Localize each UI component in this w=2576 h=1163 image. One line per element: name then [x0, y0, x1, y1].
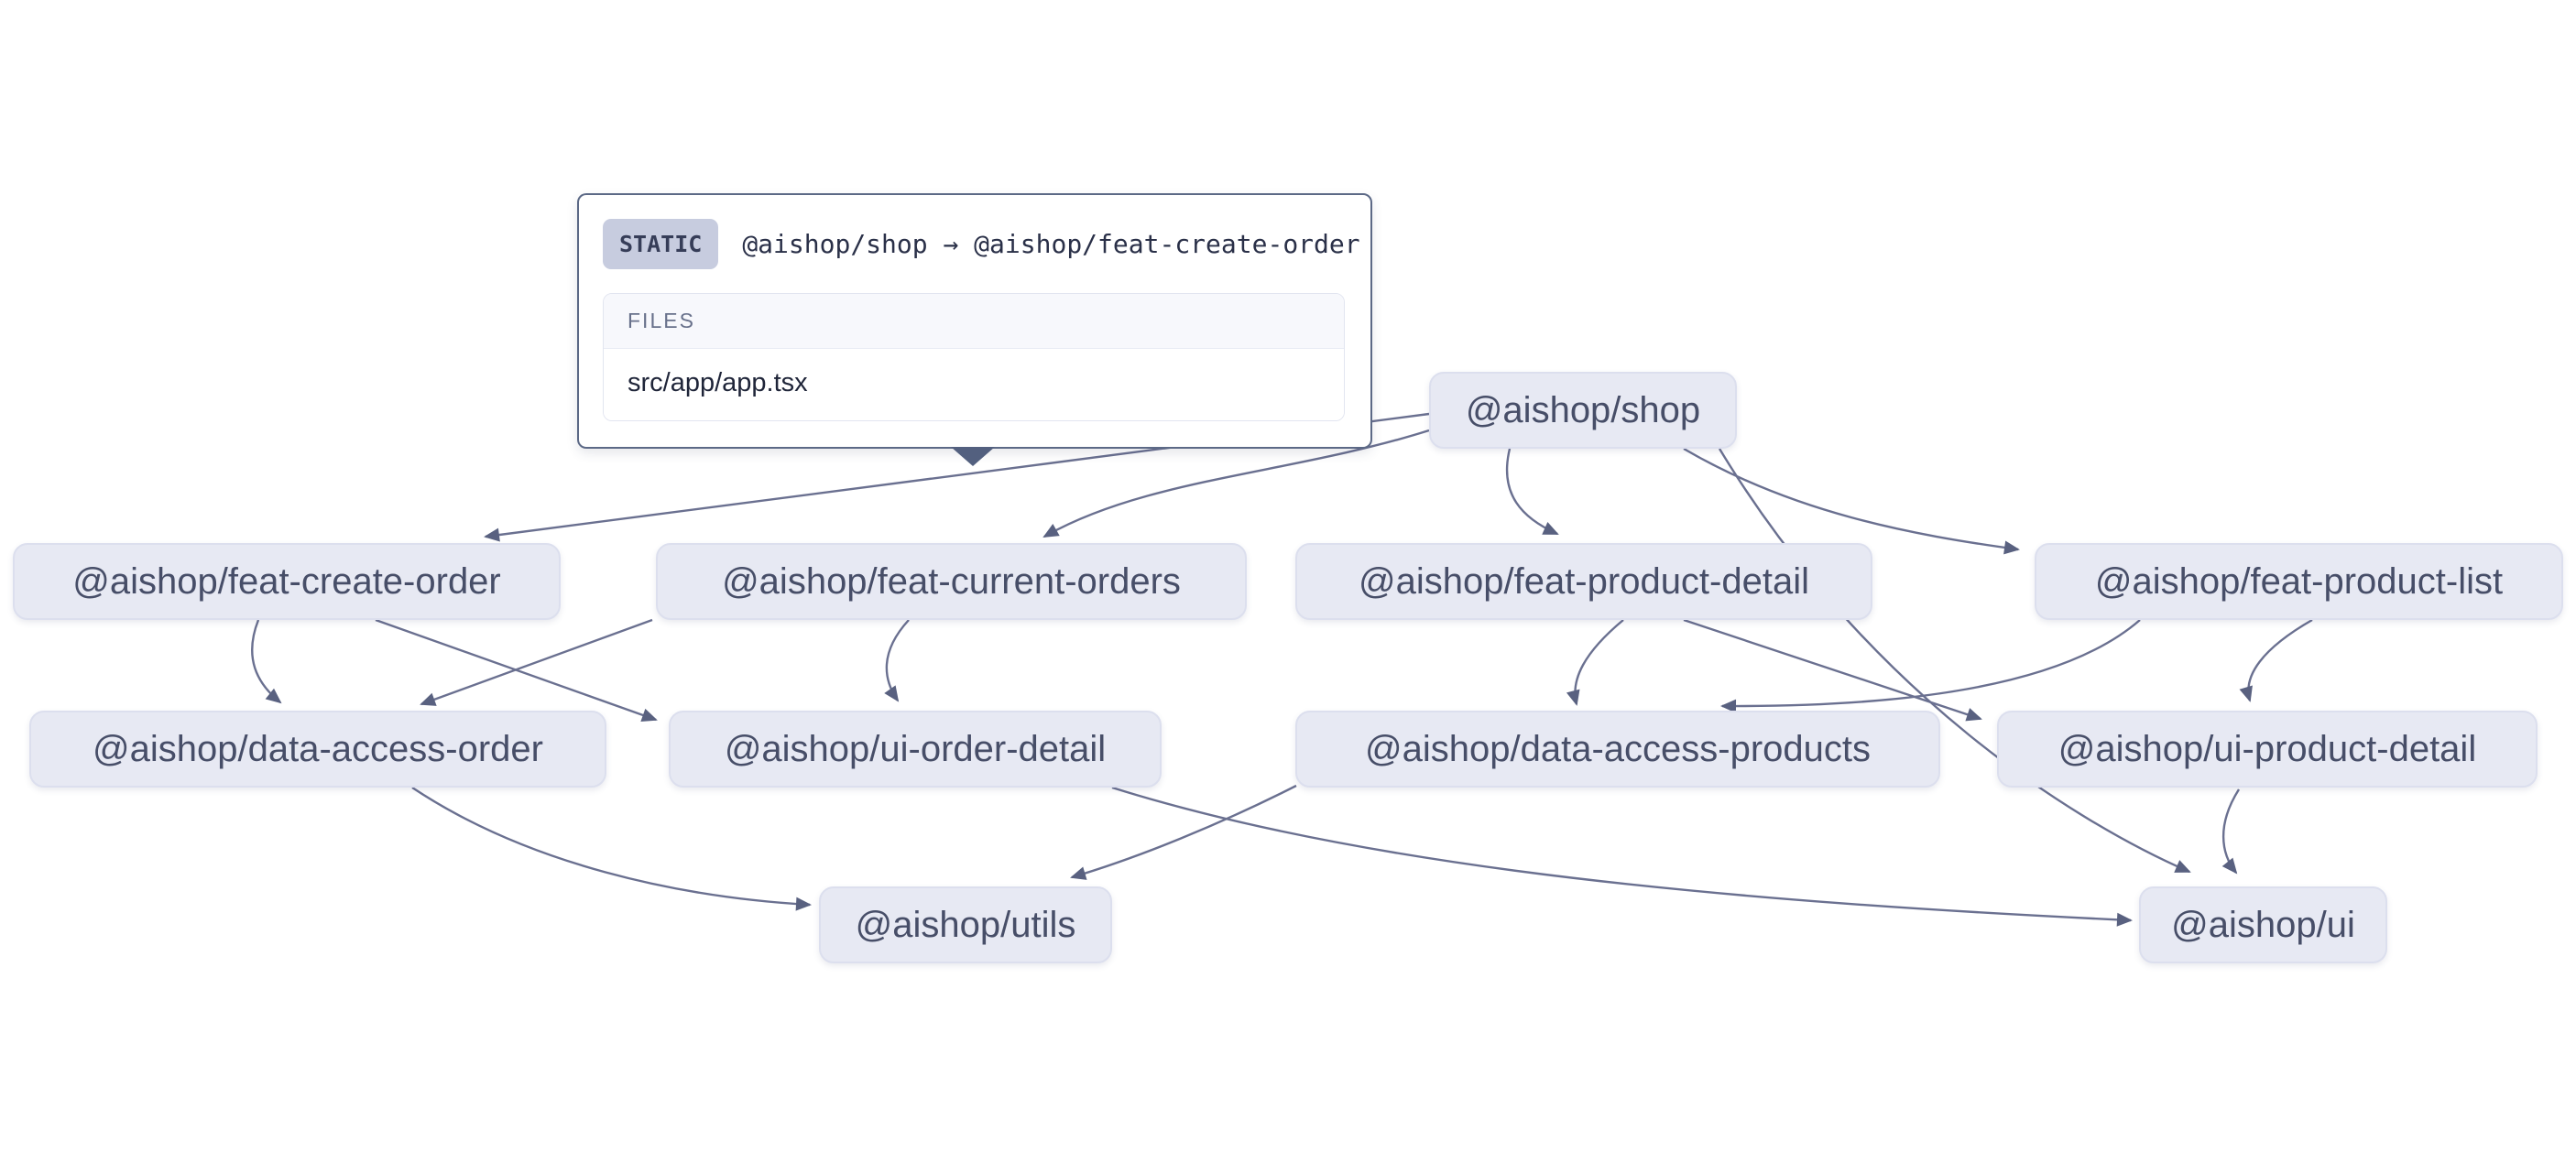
- edge-data-access-products-to-utils[interactable]: [1070, 784, 1297, 880]
- graph-node-data-access-order[interactable]: @aishop/data-access-order: [29, 711, 606, 788]
- edge-shop-to-feat-product-detail[interactable]: [1505, 448, 1559, 536]
- edge-feat-current-orders-to-data-access-order[interactable]: [420, 618, 653, 706]
- files-panel: FILES src/app/app.tsx: [603, 293, 1345, 421]
- files-panel-header: FILES: [604, 294, 1344, 349]
- edge-tooltip: STATIC @aishop/shop → @aishop/feat-creat…: [577, 193, 1372, 466]
- graph-node-ui-product-detail[interactable]: @aishop/ui-product-detail: [1997, 711, 2538, 788]
- graph-node-feat-create-order[interactable]: @aishop/feat-create-order: [13, 543, 561, 620]
- edge-data-access-order-to-utils[interactable]: [411, 787, 812, 911]
- tooltip-caret: [951, 447, 995, 466]
- graph-node-ui-order-detail[interactable]: @aishop/ui-order-detail: [669, 711, 1162, 788]
- graph-node-feat-product-list[interactable]: @aishop/feat-product-list: [2035, 543, 2563, 620]
- edge-feat-product-list-to-ui-product-detail[interactable]: [2239, 618, 2313, 702]
- edge-feat-current-orders-to-ui-order-detail[interactable]: [884, 619, 910, 702]
- graph-node-data-access-products[interactable]: @aishop/data-access-products: [1295, 711, 1940, 788]
- edge-feat-product-detail-to-ui-product-detail[interactable]: [1683, 618, 1982, 722]
- edge-tooltip-title: @aishop/shop → @aishop/feat-create-order: [742, 229, 1360, 259]
- graph-node-ui[interactable]: @aishop/ui: [2139, 886, 2387, 963]
- edge-feat-product-list-to-data-access-products[interactable]: [1720, 619, 2141, 713]
- edge-feat-product-detail-to-data-access-products[interactable]: [1566, 619, 1624, 706]
- edge-type-badge: STATIC: [603, 219, 719, 269]
- edge-ui-product-detail-to-ui[interactable]: [2221, 788, 2241, 875]
- edge-feat-create-order-to-data-access-order[interactable]: [251, 619, 282, 704]
- tooltip-header: STATIC @aishop/shop → @aishop/feat-creat…: [603, 219, 1360, 269]
- graph-node-feat-product-detail[interactable]: @aishop/feat-product-detail: [1295, 543, 1872, 620]
- graph-node-utils[interactable]: @aishop/utils: [819, 886, 1112, 963]
- graph-node-feat-current-orders[interactable]: @aishop/feat-current-orders: [656, 543, 1247, 620]
- file-row: src/app/app.tsx: [604, 349, 1344, 420]
- edge-shop-to-feat-current-orders[interactable]: [1042, 429, 1430, 538]
- graph-node-shop[interactable]: @aishop/shop: [1429, 372, 1737, 449]
- edge-ui-order-detail-to-ui[interactable]: [1111, 786, 2133, 927]
- edge-shop-to-feat-product-list[interactable]: [1683, 447, 2020, 555]
